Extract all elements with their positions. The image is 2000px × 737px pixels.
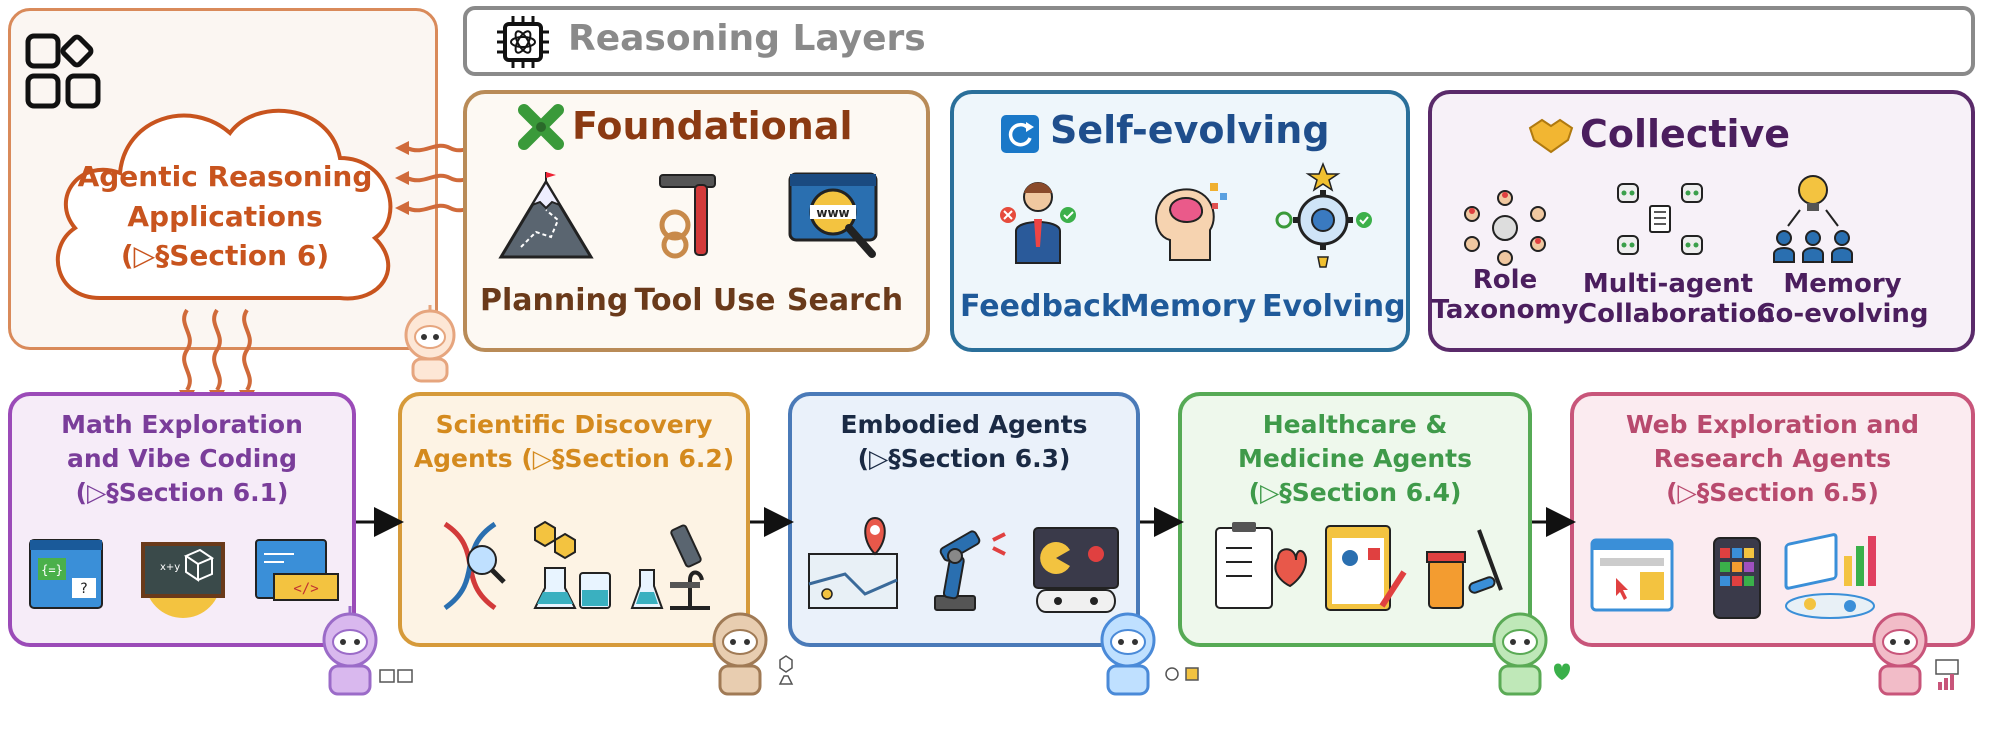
foundational-title: Foundational	[572, 104, 853, 148]
self-evolving-item-feedback: Feedback	[960, 289, 1121, 324]
map-pin-icon	[808, 516, 898, 609]
collective-panel	[1428, 90, 1975, 352]
agent-title-line2: Research Agents	[1653, 444, 1892, 473]
agent-title-line3: (▷§Section 6.5)	[1666, 478, 1879, 507]
foundational-item-search: Search	[786, 283, 904, 318]
svg-text:www: www	[816, 206, 849, 220]
game-screen-icon	[1033, 527, 1119, 613]
apps-grid-icon	[25, 33, 101, 109]
collective-item-multi-agent: Multi-agent Collaboration	[1578, 269, 1775, 330]
agent-title-healthcare-medicine: Healthcare & Medicine Agents (▷§Section 6.…	[1178, 410, 1532, 508]
role-network-icon	[1464, 190, 1546, 266]
chip-icon	[497, 16, 549, 68]
agent-title-line2: Medicine Agents	[1238, 444, 1472, 473]
refresh-icon	[1001, 115, 1039, 153]
multi-agent-line1: Multi-agent	[1582, 269, 1754, 299]
chemistry-icon	[533, 520, 611, 609]
mountain-icon	[498, 172, 594, 259]
code-editor-icon: </>	[255, 539, 339, 601]
multi-agent-robots-icon	[1617, 183, 1703, 255]
blackboard-icon: x+y	[141, 542, 225, 618]
code-window-icon: {=} ?	[29, 539, 103, 609]
collective-item-memory-coevolving: Memory Co-evolving	[1755, 269, 1930, 330]
self-evolving-item-memory: Memory	[1119, 289, 1257, 324]
role-taxonomy-line1: Role	[1472, 265, 1538, 295]
feedback-person-icon	[1000, 182, 1076, 264]
agent-title-line2: and Vibe Coding	[67, 444, 297, 473]
robot-mascot-blue	[1100, 612, 1199, 696]
foundational-item-tool-use: Tool Use	[634, 283, 776, 318]
agent-title-line1: Healthcare &	[1262, 410, 1448, 439]
robot-mascot-pink	[1872, 612, 1959, 696]
memory-brain-icon	[1155, 183, 1227, 261]
medicine-icon	[1426, 529, 1503, 609]
handshake-icon	[1528, 118, 1574, 154]
smartphone-icon	[1713, 537, 1761, 619]
collective-title: Collective	[1580, 112, 1791, 156]
agent-title-line1: Scientific Discovery	[435, 410, 713, 439]
search-www-icon: www	[788, 172, 878, 258]
svg-text:?: ?	[80, 581, 87, 597]
agent-title-line3: (▷§Section 6.1)	[75, 478, 289, 507]
tool-icon	[659, 174, 716, 259]
memory-coevolving-icon	[1773, 175, 1853, 263]
self-evolving-item-evolving: Evolving	[1262, 289, 1406, 324]
applications-line2: Applications	[127, 199, 323, 233]
reasoning-layers-bar	[463, 6, 1975, 76]
health-clipboard-icon	[1215, 522, 1308, 609]
medical-record-icon	[1325, 525, 1407, 611]
robot-mascot-brown	[712, 612, 794, 696]
cloud-icon	[55, 108, 393, 301]
memory-coevolving-line1: Memory	[1783, 269, 1902, 299]
puzzle-icon	[518, 104, 564, 150]
memory-coevolving-line2: Co-evolving	[1756, 298, 1929, 329]
agent-title-line2: (▷§Section 6.3)	[857, 444, 1071, 473]
reasoning-layers-title: Reasoning Layers	[568, 18, 926, 59]
foundational-item-planning: Planning	[480, 283, 629, 318]
svg-text:x+y: x+y	[160, 562, 180, 573]
robot-arm-icon	[934, 530, 1006, 611]
robot-mascot-green	[1492, 612, 1570, 696]
microscope-icon	[630, 524, 710, 610]
applications-line1: Agentic Reasoning	[77, 160, 373, 193]
agent-title-math-vibe-coding: Math Exploration and Vibe Coding (▷§Sectio…	[8, 410, 356, 508]
multi-agent-line2: Collaboration	[1578, 298, 1775, 329]
svg-text:{=}: {=}	[41, 563, 63, 577]
web-browser-icon	[1590, 538, 1674, 612]
dna-icon	[443, 521, 506, 611]
collective-item-role-taxonomy: Role Taxonomy	[1430, 265, 1580, 326]
evolving-gear-icon	[1275, 161, 1372, 268]
robot-mascot-orange	[404, 305, 456, 383]
applications-line3: (▷§Section 6)	[120, 239, 330, 273]
analytics-icon	[1784, 533, 1876, 619]
applications-title: Agentic Reasoning Applications (▷§Sectio…	[60, 160, 390, 273]
robot-mascot-purple	[322, 606, 413, 696]
agent-title-line2: Agents (▷§Section 6.2)	[413, 444, 735, 473]
agent-title-line3: (▷§Section 6.4)	[1248, 478, 1462, 507]
agent-title-line1: Embodied Agents	[840, 410, 1088, 439]
agent-title-line1: Math Exploration	[61, 410, 303, 439]
svg-text:</>: </>	[293, 581, 318, 597]
self-evolving-title: Self-evolving	[1050, 108, 1330, 152]
role-taxonomy-line2: Taxonomy	[1431, 294, 1579, 325]
agent-title-embodied: Embodied Agents (▷§Section 6.3)	[788, 410, 1140, 478]
agent-title-line1: Web Exploration and	[1625, 410, 1920, 439]
